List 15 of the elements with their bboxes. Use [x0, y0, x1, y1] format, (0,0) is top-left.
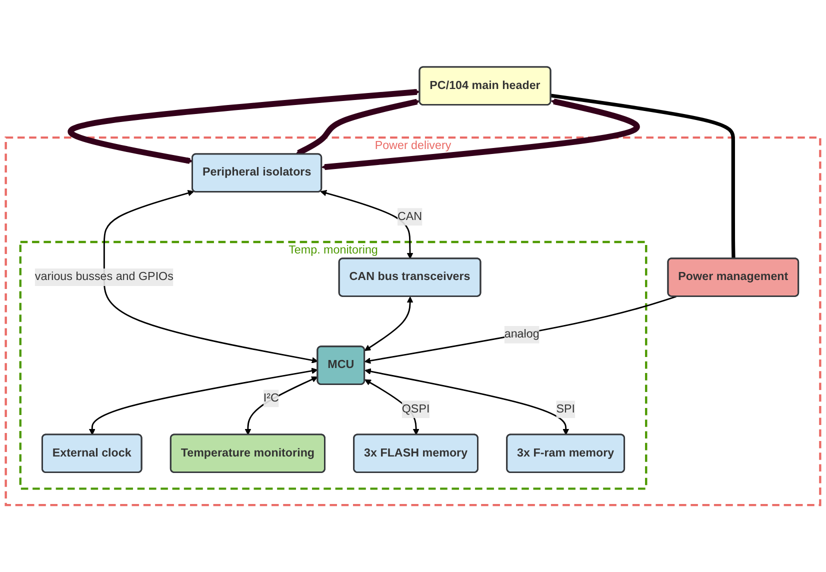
- edge-label: CAN: [397, 210, 422, 223]
- arrow: [321, 98, 640, 170]
- connector: [550, 94, 736, 259]
- edge-label: various busses and GPIOs: [34, 270, 174, 284]
- arrow: [364, 296, 414, 351]
- arrow: [103, 190, 318, 364]
- arrow: [320, 190, 414, 259]
- edge-label: SPI: [556, 402, 575, 416]
- edge-label: analog: [504, 328, 540, 341]
- edge-label: QSPI: [402, 402, 430, 416]
- arrow: [244, 376, 318, 436]
- arrow: [88, 368, 318, 436]
- edge-label: I²C: [263, 392, 279, 404]
- arrow: [68, 89, 420, 164]
- arrow: [364, 296, 676, 364]
